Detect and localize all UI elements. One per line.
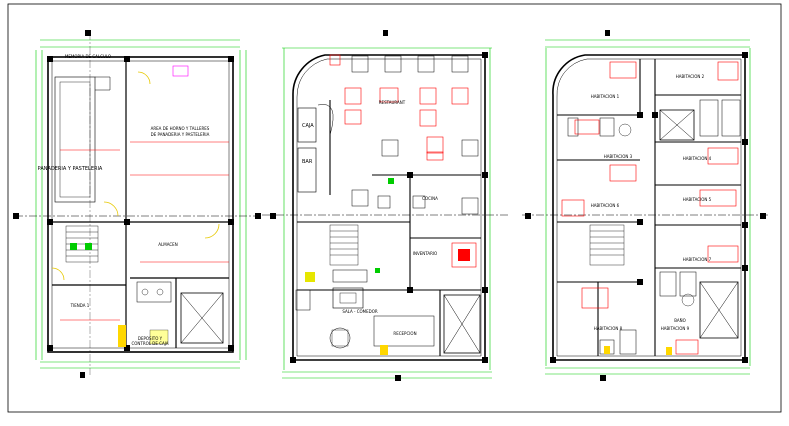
drawing-border	[7, 3, 782, 413]
room-cocina: COCINA	[422, 196, 438, 201]
room-sala: SALA - COMEDOR	[342, 309, 378, 314]
plan3-dimensions	[545, 39, 751, 375]
plan-2: RESTAURANT CAJA BAR COCINA INVENTARIO SA…	[262, 47, 510, 379]
room-panaderia: PANADERIA Y PASTELERIA	[38, 166, 103, 172]
room-deposito-1: DEPOSITO Y	[138, 336, 163, 341]
room-recepcion: RECEPCION	[393, 331, 416, 336]
room-hab4: HABITACION 4	[683, 156, 712, 161]
room-tienda: TIENDA 1	[70, 303, 90, 308]
plan2-outer-wall	[292, 54, 486, 361]
plan2-dimensions	[282, 47, 492, 379]
beds	[561, 61, 739, 355]
room-almacen: ALMACEN	[158, 242, 177, 247]
room-hab5: HABITACION 5	[683, 197, 712, 202]
room-bano: BAÑO	[674, 318, 686, 323]
room-hab3: HABITACION 3	[604, 154, 633, 159]
plan1-dimensions	[35, 39, 247, 369]
restaurant-tables	[351, 55, 479, 215]
plan1-outer-wall	[47, 56, 234, 353]
room-inventario: INVENTARIO	[413, 251, 437, 256]
room-hab6: HABITACION 6	[591, 203, 620, 208]
room-bar: BAR	[302, 159, 313, 165]
room-area-talleres-2: DE PANADERIA Y PASTELERIA	[151, 132, 210, 137]
restaurant-red-tables	[329, 54, 469, 161]
room-hab7: HABITACION 7	[683, 257, 712, 262]
plan-3: HABITACION 2 HABITACION 1 HABITACION 3 H…	[522, 39, 770, 375]
room-hab8: HABITACION 8	[594, 326, 623, 331]
room-area-talleres-1: AREA DE HORNO Y TALLERES	[151, 126, 210, 131]
room-deposito-2: CONTROL DE CAJA	[131, 341, 168, 346]
plan3-outer-wall	[552, 54, 746, 361]
room-caja: CAJA	[302, 123, 314, 129]
room-restaurant: RESTAURANT	[379, 100, 406, 105]
plan-1: MEMORIA DE CALCULO PANADERIA Y PASTELERI…	[15, 32, 255, 375]
plan1-title: MEMORIA DE CALCULO	[65, 54, 111, 59]
room-hab9: HABITACION 9	[661, 326, 690, 331]
room-hab2: HABITACION 2	[676, 74, 705, 79]
room-hab1: HABITACION 1	[591, 94, 620, 99]
